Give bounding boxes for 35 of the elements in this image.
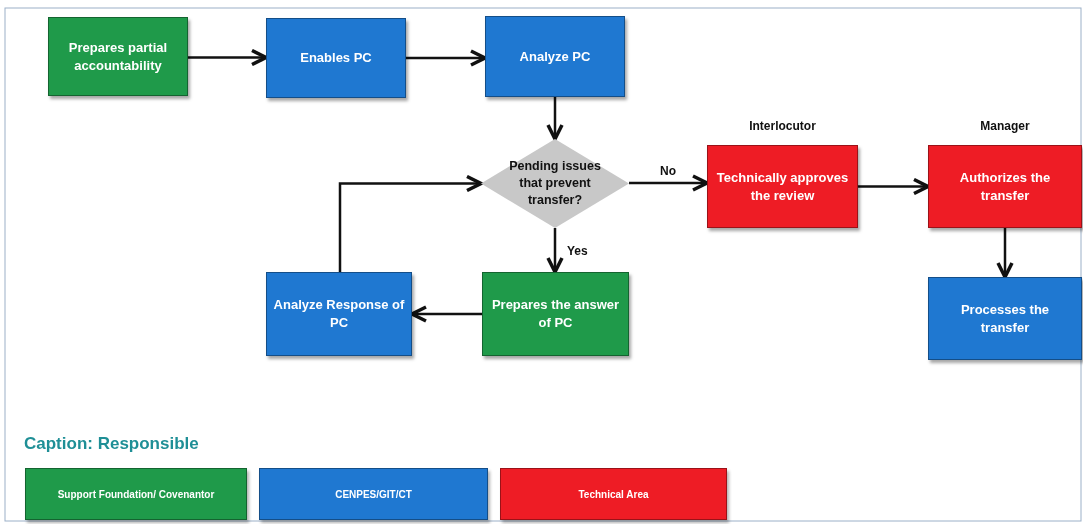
- legend-text: Technical Area: [578, 488, 649, 500]
- role-label: Interlocutor: [749, 119, 816, 133]
- process-box: [485, 16, 625, 97]
- process-box: [928, 145, 1082, 228]
- step-text: Prepares partial accountability: [67, 38, 169, 75]
- arrow: [546, 228, 564, 274]
- arrow: [546, 97, 564, 141]
- step-text: Technically approves the review: [715, 168, 850, 205]
- arrow: [188, 48, 268, 67]
- edge-label: No: [658, 164, 678, 178]
- step-text: Enables PC: [300, 49, 372, 67]
- arrow: [996, 228, 1014, 279]
- process-box: [48, 17, 188, 96]
- process-box: [266, 18, 406, 98]
- process-box: [266, 272, 412, 356]
- process-box: [928, 277, 1082, 360]
- decision-diamond: [481, 139, 629, 228]
- legend-text: CENPES/GIT/CT: [335, 488, 412, 500]
- arrow: [338, 174, 483, 272]
- step-text: Pending issues that prevent transfer?: [509, 158, 601, 209]
- process-box: [482, 272, 629, 356]
- step-text: Processes the transfer: [959, 300, 1051, 337]
- step-text: Authorizes the transfer: [958, 168, 1052, 205]
- arrow: [410, 305, 482, 323]
- arrow: [629, 174, 709, 192]
- arrow: [858, 177, 930, 196]
- step-text: Analyze Response of PC: [273, 296, 405, 332]
- role-label: Manager: [980, 119, 1030, 133]
- legend-text: Support Foundation/ Covenantor: [57, 488, 215, 500]
- edge-label: Yes: [565, 244, 590, 258]
- arrow: [406, 49, 487, 67]
- legend-title: Caption: Responsible: [24, 434, 199, 454]
- step-text: Analyze PC: [519, 47, 591, 66]
- process-box: [707, 145, 858, 228]
- step-text: Prepares the answer of PC: [490, 296, 621, 332]
